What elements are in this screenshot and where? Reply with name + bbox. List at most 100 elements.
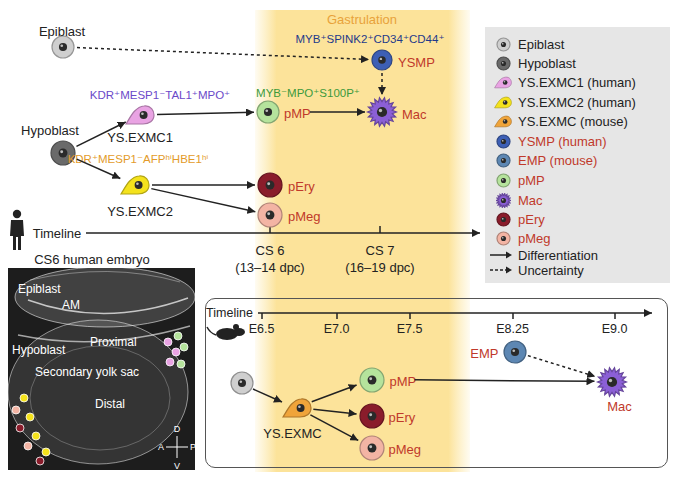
embryo-image (8, 268, 195, 470)
uncertain-arrow (528, 356, 595, 377)
cell-node: KDR⁺MESP1⁻AFPʰⁱHBE1ʰⁱYS.EXMC2 (120, 174, 150, 196)
anatomy-label: AM (62, 298, 80, 313)
cell-highlight (504, 101, 506, 103)
cell-label: YSMP (398, 55, 435, 70)
timeline-tick (512, 313, 514, 319)
cell-circle (258, 203, 282, 227)
panel-title: CS6 human embryo (34, 252, 150, 267)
macrophage-shape (368, 98, 397, 127)
anatomy-label: Hypoblast (12, 343, 65, 358)
cell-circle (497, 232, 510, 245)
cell-highlight (136, 183, 139, 186)
cell-icon (51, 35, 75, 59)
legend-label: pMeg (518, 231, 551, 246)
legend-label: pEry (518, 212, 545, 227)
cell-label: pMeg (389, 441, 422, 456)
cell-icon (503, 340, 527, 364)
cell-nucleus (500, 177, 505, 182)
legend-box (485, 27, 670, 283)
timeline-label: (16–19 dpc) (345, 260, 414, 275)
cell-node: MYB⁻MPO⁺S100P⁺pMP (256, 100, 308, 124)
cell-nucleus (500, 235, 505, 240)
cell-highlight (512, 349, 515, 352)
amnion-shape (15, 268, 195, 327)
timeline-axis (86, 232, 480, 234)
cell-circle (258, 173, 282, 197)
epiblast-disc (28, 298, 188, 314)
cell-node: Mac (597, 367, 627, 397)
macrophage-shape (597, 367, 626, 396)
embryo-cell (172, 348, 180, 356)
cell-nucleus (264, 108, 272, 116)
amnion-cavity (30, 271, 180, 282)
axis-letter: A (158, 440, 164, 455)
embryo-cell (166, 358, 174, 366)
cell-node: pMP (359, 367, 413, 393)
cell-nucleus (500, 138, 505, 143)
cell-nucleus (367, 443, 376, 452)
cell-nucleus (367, 411, 376, 420)
cell-icon (125, 104, 155, 126)
cell-nucleus (378, 56, 385, 63)
cell-node: Mac (367, 97, 397, 127)
cell-label: Epiblast (39, 24, 85, 39)
cell-circle (257, 101, 279, 123)
progenitor-cell-shape (495, 116, 512, 127)
cell-highlight (501, 42, 503, 44)
cell-circle (360, 404, 384, 428)
mouse-ear (233, 324, 239, 330)
axis-letter: V (174, 459, 180, 474)
cell-circle (497, 38, 510, 51)
timeline-stage: E7.5 (397, 321, 423, 336)
cell-node: pMeg (359, 435, 385, 461)
embryo-cell (24, 442, 32, 450)
cell-highlight (501, 61, 503, 63)
cell-circle (360, 368, 384, 392)
cell-nucleus (140, 111, 148, 119)
embryo-illustration (8, 268, 195, 465)
progenitor-cell-shape (495, 97, 512, 108)
cell-highlight (501, 217, 503, 219)
cell-icon (496, 231, 511, 246)
differentiation-arrow (310, 415, 358, 441)
human-body (10, 220, 24, 250)
differentiation-arrow (310, 111, 365, 113)
cell-highlight (141, 113, 144, 116)
phase-label: Gastrulation (327, 12, 397, 27)
legend-label: YS.EXMC2 (human) (518, 95, 636, 110)
cell-nucleus (500, 60, 505, 65)
differentiation-arrow (77, 159, 121, 178)
cell-icon (496, 173, 511, 188)
mouse-panel: TimelineE6.5E7.0E7.5E8.25E9.0YS.EXMCpMPp… (205, 298, 668, 468)
timeline-label: CS 6 (256, 243, 285, 258)
cell-nucleus (59, 43, 67, 51)
cell-icon (359, 403, 385, 429)
cell-icon (494, 115, 512, 128)
legend-label: YSMP (human) (518, 134, 607, 149)
embryo-cell (177, 360, 185, 368)
legend-label: Differentiation (518, 248, 598, 263)
cell-nucleus (503, 119, 508, 124)
cell-label: EMP (470, 345, 498, 360)
cell-highlight (60, 150, 63, 153)
cell-node: pMeg (257, 202, 283, 228)
marker-label: MYB⁺SPINK2⁺CD34⁺CD44⁺ (296, 32, 445, 47)
macrophage-shape (496, 193, 510, 207)
differentiation-arrow (152, 184, 255, 186)
cell-icon (496, 193, 511, 208)
cell-highlight (501, 178, 503, 180)
cell-highlight (267, 212, 270, 215)
embryo-cell (36, 457, 44, 465)
compass (166, 436, 188, 458)
cell-label: pEry (288, 179, 315, 194)
cell-nucleus (296, 404, 304, 412)
cell-circle (504, 341, 526, 363)
anatomy-label: Distal (95, 397, 125, 412)
cell-nucleus (500, 157, 505, 162)
cell-highlight (379, 109, 382, 112)
timeline-tick (409, 313, 411, 319)
cell-nucleus (500, 216, 505, 221)
progenitor-cell-shape (121, 176, 149, 194)
cell-icon (597, 367, 627, 397)
